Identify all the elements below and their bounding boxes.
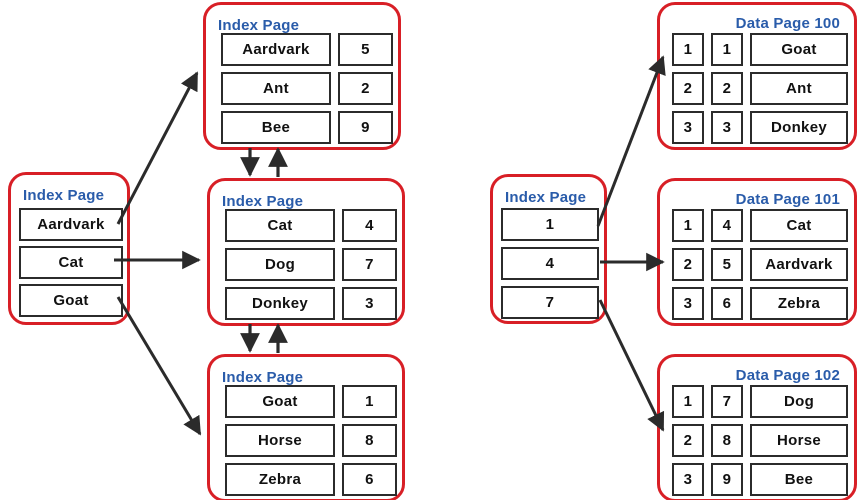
arrow-pointer-to-data-102 [598, 299, 665, 432]
data-page-100[interactable]: Data Page 100 1 1 Goat 2 2 Ant 3 3 Donke… [657, 2, 857, 150]
leaf-index-entry-key[interactable]: Goat [225, 385, 335, 418]
leaf-index-entry-key[interactable]: Zebra [225, 463, 335, 496]
data-row-slot[interactable]: 3 [672, 463, 704, 496]
leaf-index-page-bottom[interactable]: Index Page Goat 1 Horse 8 Zebra 6 [207, 354, 405, 500]
pointer-index-page[interactable]: Index Page 1 4 7 [490, 174, 607, 324]
leaf-index-entry-key[interactable]: Aardvark [221, 33, 331, 66]
leaf-index-entry-pointer[interactable]: 5 [338, 33, 393, 66]
data-row-slot[interactable]: 3 [672, 287, 704, 320]
data-row-rid[interactable]: 8 [711, 424, 743, 457]
arrow-root-to-index-bottom [116, 296, 202, 436]
arrow-pointer-to-data-100 [596, 55, 666, 227]
data-row-rid[interactable]: 1 [711, 33, 743, 66]
leaf-index-entry-key[interactable]: Bee [221, 111, 331, 144]
data-row-slot[interactable]: 2 [672, 424, 704, 457]
data-row-value[interactable]: Ant [750, 72, 848, 105]
leaf-index-page-top-title: Index Page [218, 17, 300, 34]
data-row-slot[interactable]: 1 [672, 209, 704, 242]
root-index-entry-key[interactable]: Goat [19, 284, 123, 317]
data-row-value[interactable]: Aardvark [750, 248, 848, 281]
leaf-index-entry-key[interactable]: Ant [221, 72, 331, 105]
data-row-rid[interactable]: 4 [711, 209, 743, 242]
data-row-slot[interactable]: 1 [672, 33, 704, 66]
leaf-index-entry-key[interactable]: Cat [225, 209, 335, 242]
data-page-101[interactable]: Data Page 101 1 4 Cat 2 5 Aardvark 3 6 Z… [657, 178, 857, 326]
leaf-index-page-top[interactable]: Index Page Aardvark 5 Ant 2 Bee 9 [203, 2, 401, 150]
data-row-value[interactable]: Goat [750, 33, 848, 66]
root-index-page-title: Index Page [23, 187, 105, 204]
leaf-index-entry-key[interactable]: Horse [225, 424, 335, 457]
data-page-101-title: Data Page 101 [735, 191, 840, 208]
pointer-index-entry[interactable]: 1 [501, 208, 599, 241]
leaf-index-entry-pointer[interactable]: 4 [342, 209, 397, 242]
data-row-rid[interactable]: 3 [711, 111, 743, 144]
leaf-index-entry-key[interactable]: Donkey [225, 287, 335, 320]
pointer-index-entry[interactable]: 7 [501, 286, 599, 319]
pointer-index-entry[interactable]: 4 [501, 247, 599, 280]
leaf-index-page-bottom-title: Index Page [222, 369, 304, 386]
data-row-slot[interactable]: 2 [672, 248, 704, 281]
data-row-rid[interactable]: 9 [711, 463, 743, 496]
data-row-value[interactable]: Cat [750, 209, 848, 242]
data-row-slot[interactable]: 3 [672, 111, 704, 144]
root-index-page[interactable]: Index Page Aardvark Cat Goat [8, 172, 130, 325]
data-page-102[interactable]: Data Page 102 1 7 Dog 2 8 Horse 3 9 Bee [657, 354, 857, 500]
leaf-index-page-middle[interactable]: Index Page Cat 4 Dog 7 Donkey 3 [207, 178, 405, 326]
data-row-value[interactable]: Donkey [750, 111, 848, 144]
leaf-index-entry-key[interactable]: Dog [225, 248, 335, 281]
data-row-rid[interactable]: 6 [711, 287, 743, 320]
pointer-index-page-title: Index Page [505, 189, 587, 206]
leaf-index-entry-pointer[interactable]: 9 [338, 111, 393, 144]
data-row-value[interactable]: Zebra [750, 287, 848, 320]
leaf-index-entry-pointer[interactable]: 2 [338, 72, 393, 105]
leaf-index-entry-pointer[interactable]: 7 [342, 248, 397, 281]
data-page-100-title: Data Page 100 [735, 15, 840, 32]
data-row-slot[interactable]: 2 [672, 72, 704, 105]
data-row-value[interactable]: Bee [750, 463, 848, 496]
leaf-index-page-middle-title: Index Page [222, 193, 304, 210]
leaf-index-entry-pointer[interactable]: 6 [342, 463, 397, 496]
root-index-entry-key[interactable]: Cat [19, 246, 123, 279]
data-row-slot[interactable]: 1 [672, 385, 704, 418]
data-row-rid[interactable]: 5 [711, 248, 743, 281]
data-page-102-title: Data Page 102 [735, 367, 840, 384]
data-row-value[interactable]: Horse [750, 424, 848, 457]
data-row-rid[interactable]: 7 [711, 385, 743, 418]
leaf-index-entry-pointer[interactable]: 1 [342, 385, 397, 418]
data-row-value[interactable]: Dog [750, 385, 848, 418]
root-index-entry-key[interactable]: Aardvark [19, 208, 123, 241]
leaf-index-entry-pointer[interactable]: 3 [342, 287, 397, 320]
leaf-index-entry-pointer[interactable]: 8 [342, 424, 397, 457]
data-row-rid[interactable]: 2 [711, 72, 743, 105]
